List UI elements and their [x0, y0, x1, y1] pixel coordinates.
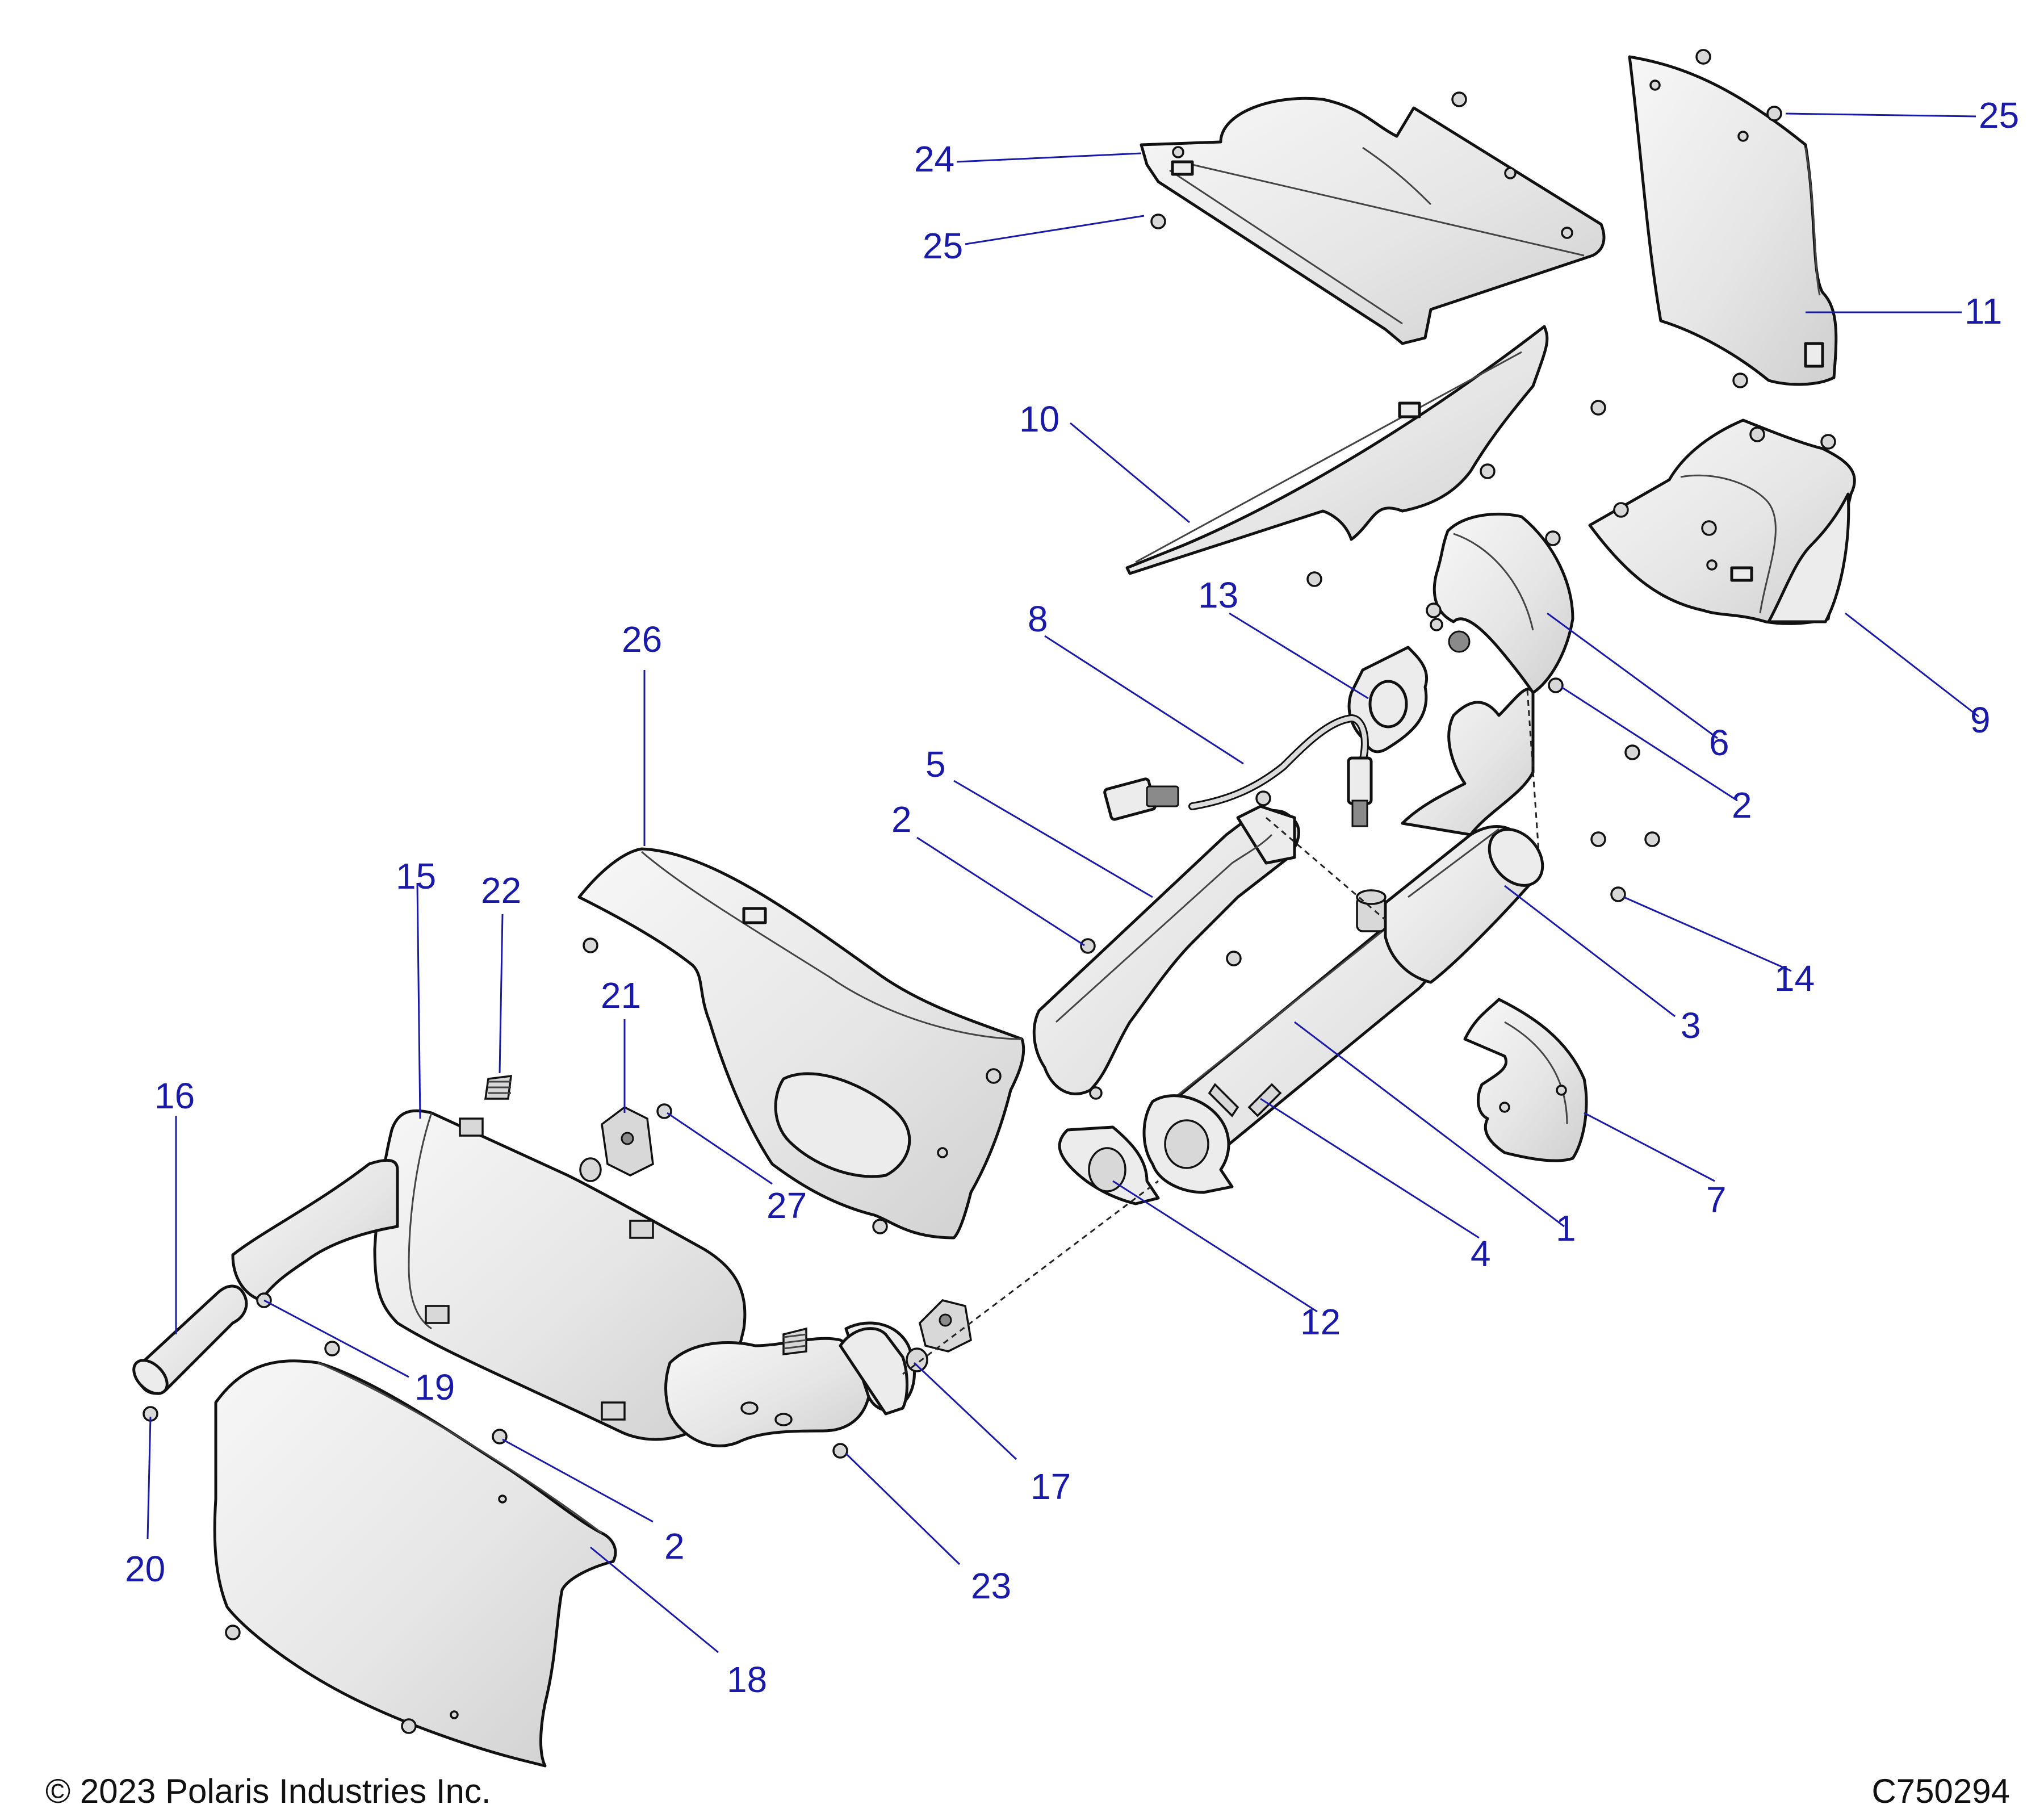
diagram-id: C750294 [1871, 1772, 2010, 1810]
callout-2-upper-right: 2 [1732, 785, 1752, 826]
heat-shield-upper-24 [1140, 97, 1606, 345]
callout-15: 15 [396, 856, 436, 897]
callout-22: 22 [481, 870, 521, 911]
gasket-12 [1058, 1125, 1160, 1205]
callout-25-right: 25 [1979, 95, 2019, 136]
callout-12: 12 [1300, 1301, 1341, 1342]
flange-gasket-4 [1142, 1083, 1282, 1194]
rubber-mount-21-left [579, 1106, 654, 1182]
heat-shield-elbow-7 [1463, 998, 1588, 1162]
heat-shield-9 [1588, 418, 1856, 625]
callout-2-mid: 2 [891, 799, 912, 840]
callout-8: 8 [1028, 598, 1048, 639]
callout-5: 5 [925, 744, 946, 785]
spring-22 [484, 1074, 807, 1355]
callout-1: 1 [1556, 1208, 1576, 1249]
heat-shield-26 [577, 847, 1025, 1240]
tail-pipe-16 [132, 1158, 399, 1395]
flange-17 [839, 1327, 928, 1416]
copyright-notice: © 2023 Polaris Industries Inc. [45, 1772, 491, 1810]
alignment-lines [902, 689, 1540, 1375]
rubber-mount-21-right [919, 1299, 972, 1353]
leader-lines [146, 112, 1979, 1653]
heat-shield-side-11 [1628, 55, 1838, 386]
heat-shield-5 [1032, 805, 1300, 1095]
callout-24: 24 [914, 139, 954, 179]
callout-3: 3 [1681, 1005, 1701, 1046]
callout-27: 27 [767, 1185, 807, 1226]
callout-7: 7 [1706, 1179, 1727, 1220]
callout-20: 20 [125, 1548, 165, 1589]
callout-6: 6 [1709, 722, 1729, 763]
heat-shield-long-10 [1125, 325, 1549, 575]
callout-25-left: 25 [923, 225, 963, 266]
callout-9: 9 [1970, 700, 1991, 740]
callout-23: 23 [971, 1565, 1011, 1606]
callout-11: 11 [1965, 291, 2002, 332]
callout-26: 26 [622, 619, 662, 660]
callout-21: 21 [601, 975, 641, 1016]
callout-17: 17 [1031, 1466, 1071, 1507]
callout-16: 16 [154, 1075, 195, 1116]
callout-18: 18 [727, 1659, 767, 1700]
callout-13: 13 [1198, 575, 1238, 616]
callout-labels: 24 25 25 11 10 9 6 2 13 8 5 2 3 14 1 4 7… [125, 95, 2019, 1700]
callout-14: 14 [1774, 958, 1815, 999]
heat-shield-muffler-18 [213, 1359, 617, 1768]
callout-4: 4 [1471, 1233, 1491, 1274]
callout-19: 19 [414, 1367, 455, 1408]
gasket-13 [1347, 646, 1429, 753]
fasteners [143, 49, 1836, 1734]
oxygen-sensor-8 [1103, 714, 1373, 827]
catalytic-converter-3 [1384, 688, 1544, 984]
callout-2-lower: 2 [664, 1526, 685, 1567]
callout-10: 10 [1019, 399, 1059, 439]
